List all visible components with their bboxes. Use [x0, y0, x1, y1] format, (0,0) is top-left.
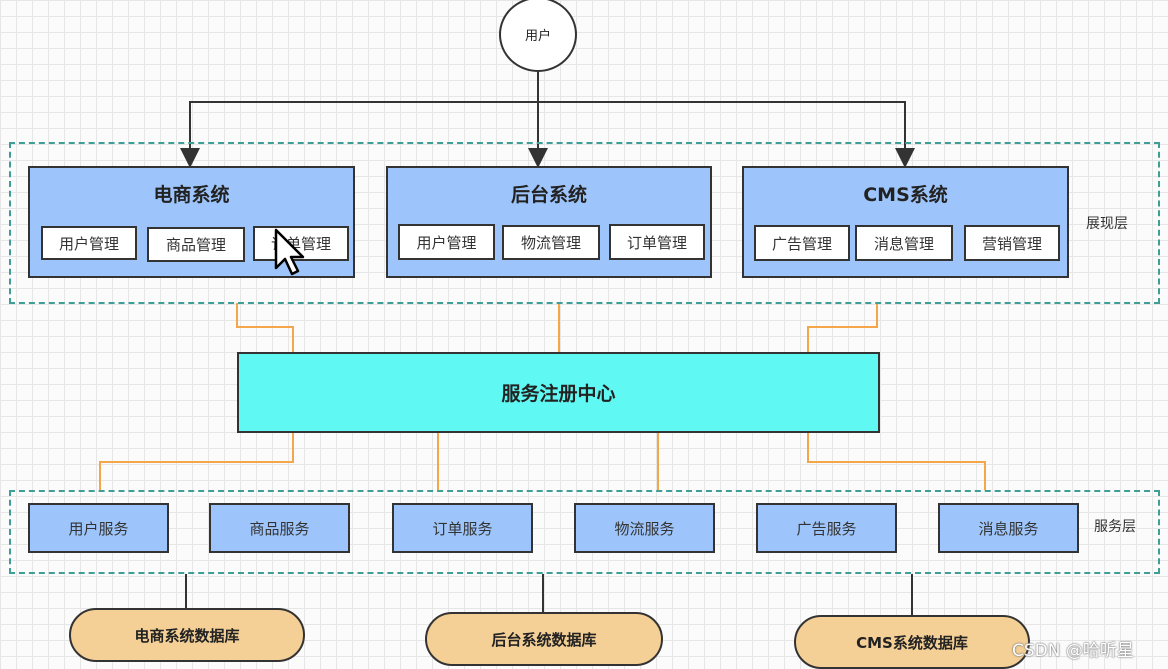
database-connectors [185, 574, 913, 615]
module-user-management[interactable]: 用户管理 [41, 226, 137, 260]
module-user-management[interactable]: 用户管理 [398, 224, 495, 260]
presentation-layer-zone [9, 142, 1160, 304]
service-layer-zone [9, 490, 1160, 574]
service-ad[interactable]: 广告服务 [756, 503, 897, 553]
service-layer-label: 服务层 [1094, 519, 1136, 535]
system-backend[interactable]: 后台系统 用户管理 物流管理 订单管理 [386, 166, 712, 278]
service-product[interactable]: 商品服务 [209, 503, 350, 553]
module-message-management[interactable]: 消息管理 [855, 225, 953, 261]
database-ecommerce[interactable]: 电商系统数据库 [69, 608, 305, 662]
mouse-cursor-icon [274, 228, 305, 276]
module-ad-management[interactable]: 广告管理 [754, 225, 850, 261]
module-marketing-management[interactable]: 营销管理 [964, 225, 1060, 261]
system-title: 电商系统 [153, 184, 230, 206]
system-cms[interactable]: CMS系统 广告管理 消息管理 营销管理 [742, 166, 1069, 278]
system-title: 后台系统 [510, 184, 587, 206]
module-order-management[interactable]: 订单管理 [609, 224, 705, 260]
system-title: CMS系统 [863, 184, 948, 206]
user-node[interactable]: 用户 [499, 0, 577, 72]
module-logistics-management[interactable]: 物流管理 [502, 225, 600, 260]
orange-connectors [99, 303, 986, 490]
module-product-management[interactable]: 商品管理 [147, 227, 245, 262]
service-logistics[interactable]: 物流服务 [574, 503, 715, 553]
service-order[interactable]: 订单服务 [392, 503, 533, 553]
database-backend[interactable]: 后台系统数据库 [425, 612, 663, 666]
database-cms[interactable]: CMS系统数据库 [794, 615, 1030, 669]
presentation-layer-label: 展现层 [1086, 216, 1128, 232]
user-arrows [180, 72, 915, 168]
service-registry[interactable]: 服务注册中心 [237, 352, 880, 433]
watermark: CSDN @哈听星 [1012, 641, 1134, 661]
service-message[interactable]: 消息服务 [938, 503, 1079, 553]
service-user[interactable]: 用户服务 [28, 503, 169, 553]
